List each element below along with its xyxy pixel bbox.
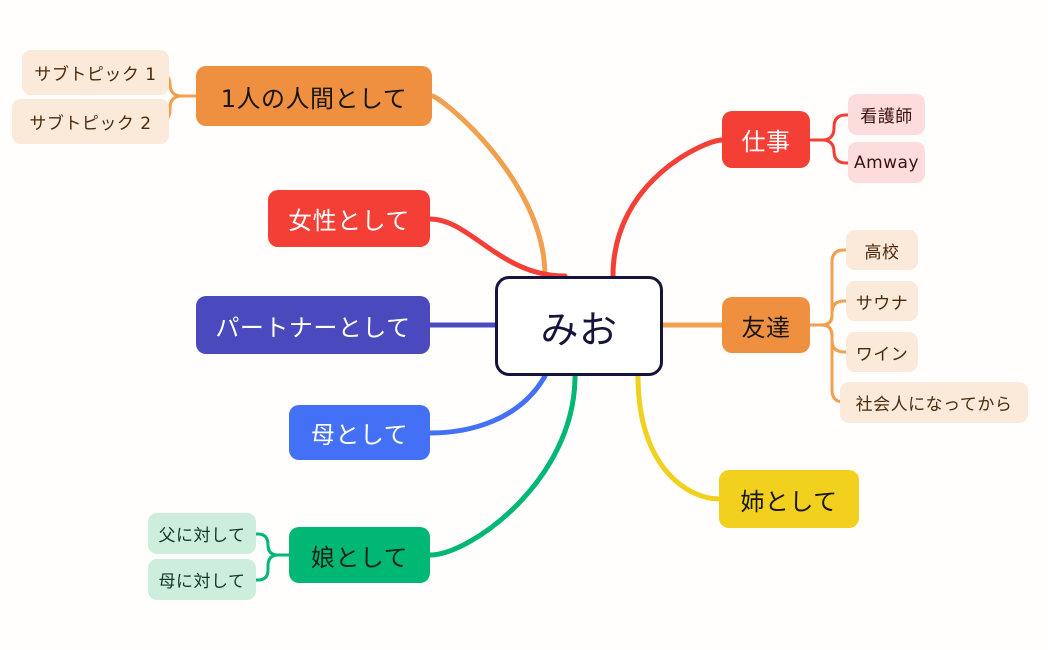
link-root-musume (427, 373, 578, 558)
branch-shigoto-child-1[interactable]: Amway (848, 142, 925, 183)
branch-shigoto[interactable]: 仕事 (722, 111, 810, 168)
mindmap-root-node[interactable]: みお (495, 276, 663, 376)
branch-haha[interactable]: 母として (289, 405, 430, 460)
link-tomodachi-sub2 (808, 299, 852, 327)
link-tomodachi-sub1 (808, 248, 852, 327)
link-musume-sub1 (250, 532, 291, 557)
branch-musume[interactable]: 娘として (289, 527, 430, 583)
link-root-josei (427, 216, 568, 279)
branch-shigoto-child-0[interactable]: 看護師 (848, 94, 925, 135)
branch-tomodachi-child-3[interactable]: 社会人になってから (840, 382, 1028, 423)
branch-hito[interactable]: 1人の人間として (196, 66, 432, 126)
branch-tomodachi-child-2[interactable]: ワイン (846, 332, 918, 372)
link-root-ane (635, 373, 722, 502)
branch-musume-child-1[interactable]: 母に対して (148, 559, 256, 600)
link-shigoto-sub1 (808, 113, 854, 142)
branch-tomodachi-child-1[interactable]: サウナ (846, 281, 918, 321)
link-root-shigoto (610, 137, 725, 279)
link-shigoto-sub2 (808, 138, 854, 165)
link-root-hito (429, 93, 548, 279)
branch-hito-child-0[interactable]: サブトピック 1 (22, 50, 169, 95)
branch-josei[interactable]: 女性として (268, 190, 430, 247)
link-musume-sub2 (250, 553, 291, 582)
branch-partner[interactable]: パートナーとして (196, 296, 430, 354)
branch-ane[interactable]: 姉として (719, 470, 859, 528)
branch-hito-child-1[interactable]: サブトピック 2 (12, 99, 169, 144)
branch-musume-child-0[interactable]: 父に対して (148, 513, 256, 554)
branch-tomodachi-child-0[interactable]: 高校 (846, 230, 918, 270)
branch-tomodachi[interactable]: 友達 (722, 297, 810, 353)
link-root-haha (427, 373, 548, 436)
link-tomodachi-sub3 (808, 323, 852, 354)
